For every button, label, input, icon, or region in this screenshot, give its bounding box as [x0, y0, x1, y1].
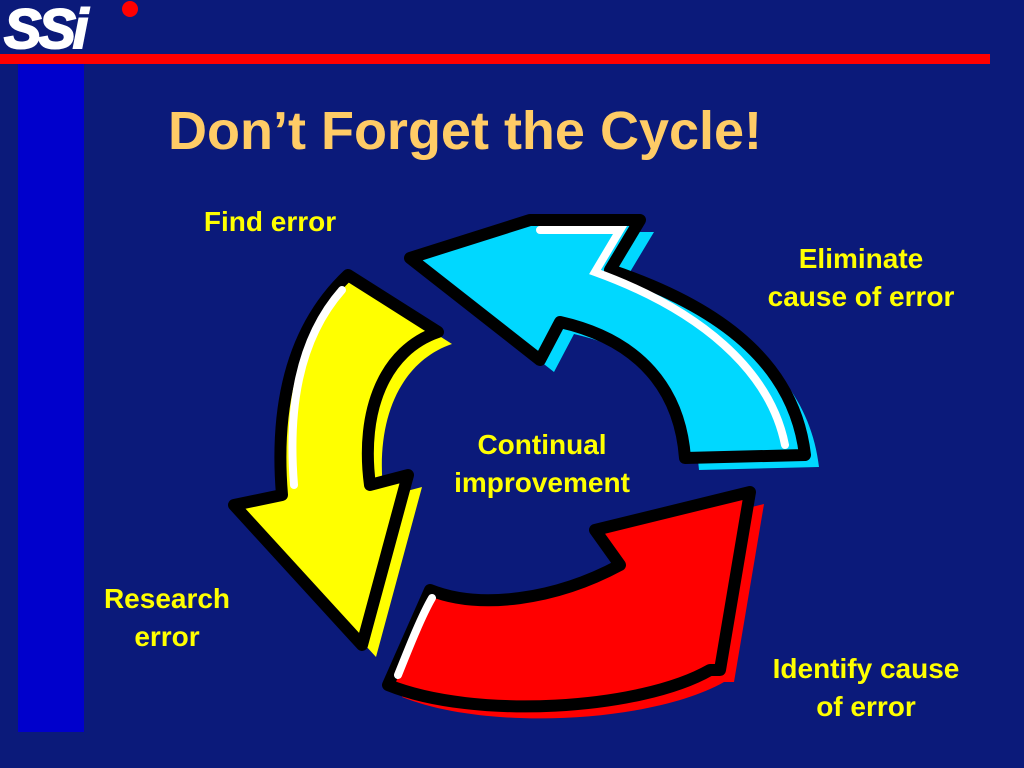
- center-label: Continual improvement: [454, 429, 630, 498]
- header-red-bar: [0, 54, 990, 64]
- red-arrow-icon: [382, 486, 764, 719]
- logo-text: SSi: [4, 0, 90, 56]
- step-label-research-error: Research error: [103, 583, 231, 652]
- slide-title: Don’t Forget the Cycle!: [168, 101, 763, 161]
- cycle-diagram: [228, 214, 819, 719]
- left-blue-bar: [18, 64, 84, 732]
- step-label-identify-cause: Identify cause of error: [772, 653, 960, 722]
- logo-dot-icon: [122, 1, 138, 17]
- yellow-arrow-icon: [228, 269, 452, 657]
- cyan-arrow-icon: [404, 214, 819, 470]
- ssi-logo: SSi: [3, 0, 138, 56]
- step-label-find-error: Find error: [203, 206, 337, 237]
- step-label-eliminate-cause: Eliminate cause of error: [767, 243, 955, 312]
